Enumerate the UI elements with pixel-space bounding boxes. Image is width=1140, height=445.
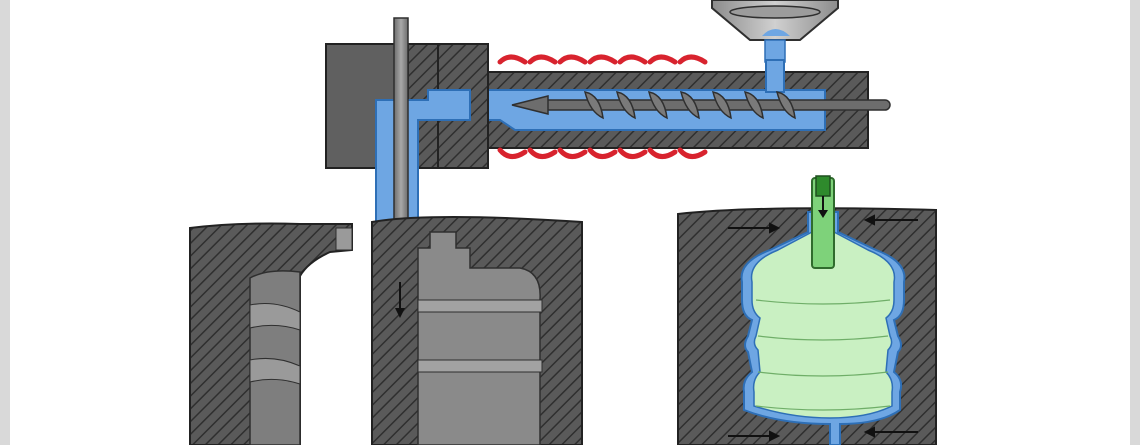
- open-mold-half-icon: [189, 222, 353, 445]
- blow-pin-icon: [811, 175, 835, 269]
- blown-bottle-icon: [750, 231, 896, 419]
- preform-mold-icon: [371, 216, 583, 445]
- heater-coils-icon: [497, 54, 708, 159]
- hopper-icon: [711, 0, 839, 63]
- screw-icon: [511, 91, 891, 120]
